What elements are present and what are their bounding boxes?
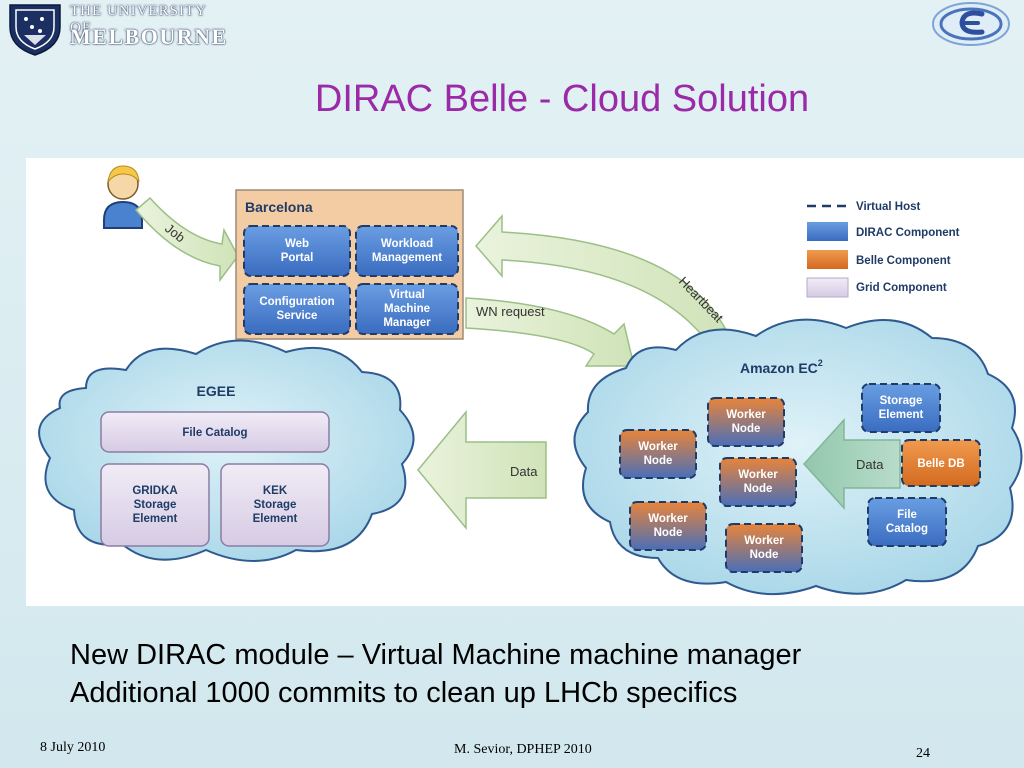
legend-dirac-swatch: [807, 222, 848, 241]
amazon-file-catalog-box: [867, 497, 947, 547]
kek-label-line2: Storage: [254, 499, 297, 511]
worker-node-box-3: [719, 457, 797, 507]
configuration-service-label-line2: Service: [277, 310, 318, 322]
data-arrow-left: Data: [417, 409, 547, 531]
configuration-service-label-line1: Configuration: [259, 296, 334, 308]
data-arrow-right: Data: [802, 418, 901, 510]
bullet-list: New DIRAC module – Virtual Machine machi…: [70, 636, 801, 712]
web-portal-label-line2: Portal: [281, 252, 314, 264]
amazon-file-catalog-label-line2: Catalog: [886, 523, 928, 535]
gridka-label-line1: GRIDKA: [132, 485, 177, 497]
footer-author: M. Sevior, DPHEP 2010: [454, 742, 592, 757]
worker-node-label-3-line2: Node: [744, 483, 773, 495]
barcelona-host: Barcelona Web Portal Workload Management…: [235, 189, 464, 340]
legend-dirac-label: DIRAC Component: [856, 227, 960, 239]
worker-node-box-5: [725, 523, 803, 573]
amazon-file-catalog-label-line1: File: [897, 509, 917, 521]
vm-manager-label-line2: Machine: [384, 303, 430, 315]
kek-label-line3: Element: [253, 513, 298, 525]
belle-logo: [930, 0, 1012, 48]
amazon-ec2-cloud: Amazon EC2 WorkerNodeWorkerNodeWorkerNod…: [573, 318, 1023, 595]
wn-request-arrow: WN request: [465, 297, 635, 367]
slide-title: DIRAC Belle - Cloud Solution: [314, 78, 810, 120]
egee-file-catalog-label: File Catalog: [182, 427, 247, 439]
user-icon: [103, 165, 143, 229]
kek-storage-box: [220, 463, 330, 547]
cloud-architecture-diagram: Virtual Host DIRAC Component Belle Compo…: [26, 158, 1024, 606]
amazon-ec2-title: Amazon EC2: [740, 358, 823, 376]
legend-virtual-host-label: Virtual Host: [856, 201, 920, 213]
university-logo: THE UNIVERSITY OF MELBOURNE: [0, 0, 226, 58]
worker-node-label-3-line1: Worker: [738, 469, 778, 481]
worker-node-label-2-line2: Node: [644, 455, 673, 467]
web-portal-label-line1: Web: [285, 238, 309, 250]
worker-node-label-4-line2: Node: [654, 527, 683, 539]
legend-grid-swatch: [806, 277, 849, 298]
gridka-label-line3: Element: [133, 513, 178, 525]
web-portal-box: [243, 225, 351, 277]
vm-manager-box: [355, 283, 459, 335]
amazon-storage-element-label-line1: Storage: [880, 395, 923, 407]
wn-request-arrow-label: WN request: [476, 304, 545, 319]
workload-management-label-line1: Workload: [381, 238, 433, 250]
logo-text-line1: THE UNIVERSITY OF: [70, 3, 207, 36]
worker-node-label-4-line1: Worker: [648, 513, 688, 525]
amazon-storage-element-label-line2: Element: [879, 409, 924, 421]
workload-management-box: [355, 225, 459, 277]
workload-management-label-line2: Management: [372, 252, 442, 264]
legend-belle-label: Belle Component: [856, 255, 951, 267]
vm-manager-label-line1: Virtual: [389, 289, 425, 301]
page-number: 24: [916, 746, 930, 761]
amazon-storage-element-box: [861, 383, 941, 433]
belle-db-box: [901, 439, 981, 487]
data-arrow-left-label: Data: [510, 464, 538, 479]
worker-node-box-4: [629, 501, 707, 551]
vm-manager-label-line3: Manager: [383, 317, 431, 329]
logo-text-line2: MELBOURNE: [70, 24, 228, 49]
belle-db-label: Belle DB: [917, 458, 964, 470]
data-arrow-right-label: Data: [856, 457, 884, 472]
legend-grid-label: Grid Component: [856, 282, 947, 294]
egee-title: EGEE: [197, 383, 236, 399]
legend: Virtual Host DIRAC Component Belle Compo…: [806, 201, 960, 298]
legend-belle-swatch: [807, 250, 848, 269]
bullet-item-1: New DIRAC module – Virtual Machine machi…: [70, 639, 802, 671]
egee-file-catalog-box: [100, 411, 330, 453]
worker-node-box-1: [707, 397, 785, 447]
worker-node-box-2: [619, 429, 697, 479]
belle-swirl-logo-icon: [932, 2, 1010, 46]
worker-node-label-2-line1: Worker: [638, 441, 678, 453]
worker-node-label-1-line2: Node: [732, 423, 761, 435]
configuration-service-box: [243, 283, 351, 335]
worker-node-label-5-line2: Node: [750, 549, 779, 561]
footer-date: 8 July 2010: [40, 740, 106, 755]
gridka-label-line2: Storage: [134, 499, 177, 511]
egee-cloud: EGEE File Catalog GRIDKA Storage Element…: [38, 339, 415, 562]
barcelona-title: Barcelona: [245, 199, 313, 215]
worker-node-label-5-line1: Worker: [744, 535, 784, 547]
gridka-storage-box: [100, 463, 210, 547]
kek-label-line1: KEK: [263, 485, 288, 497]
bullet-item-2: Additional 1000 commits to clean up LHCb…: [70, 677, 738, 709]
worker-node-label-1-line1: Worker: [726, 409, 766, 421]
university-crest-icon: [9, 4, 61, 56]
